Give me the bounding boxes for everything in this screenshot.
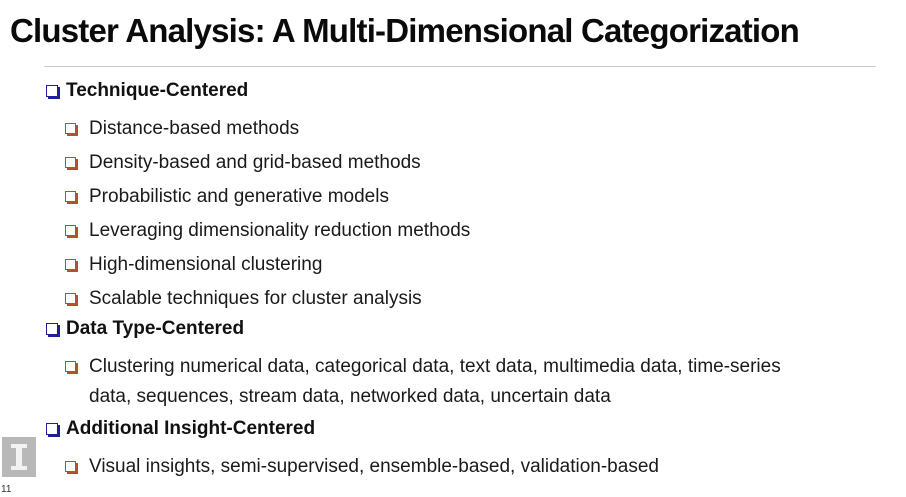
section-heading-label: Additional Insight-Centered — [66, 418, 316, 439]
square-bullet-icon — [65, 225, 76, 236]
square-bullet-icon — [65, 123, 76, 134]
square-bullet-icon — [65, 361, 76, 372]
square-bullet-icon — [65, 293, 76, 304]
square-bullet-icon — [46, 85, 58, 97]
list-item-label: Distance-based methods — [89, 118, 300, 139]
slide-title: Cluster Analysis: A Multi-Dimensional Ca… — [10, 12, 800, 49]
list-item-label: Visual insights, semi-supervised, ensemb… — [89, 456, 659, 477]
list-item-label: Probabilistic and generative models — [89, 186, 389, 207]
list-item: Clustering numerical data, categorical d… — [45, 350, 819, 416]
list-item: High-dimensional clustering — [45, 248, 865, 282]
title-divider — [44, 66, 876, 67]
list-item: Leveraging dimensionality reduction meth… — [45, 214, 865, 248]
list-item-label: Scalable techniques for cluster analysis — [89, 288, 422, 309]
university-logo-icon — [2, 437, 36, 477]
square-bullet-icon — [65, 157, 76, 168]
list-item: Distance-based methods — [45, 112, 865, 146]
logo-mark — [11, 444, 27, 470]
section-heading-additional-insight: Additional Insight-Centered — [45, 416, 865, 450]
slide-content: Technique-Centered Distance-based method… — [45, 78, 865, 484]
square-bullet-icon — [65, 259, 76, 270]
list-item: Density-based and grid-based methods — [45, 146, 865, 180]
list-item-label: Clustering numerical data, categorical d… — [89, 356, 781, 407]
section-heading-label: Data Type-Centered — [66, 318, 245, 339]
section-heading-label: Technique-Centered — [66, 80, 249, 101]
list-item: Probabilistic and generative models — [45, 180, 865, 214]
list-item-label: Leveraging dimensionality reduction meth… — [89, 220, 471, 241]
list-item: Visual insights, semi-supervised, ensemb… — [45, 450, 865, 484]
list-item: Scalable techniques for cluster analysis — [45, 282, 865, 316]
section-heading-data-type: Data Type-Centered — [45, 316, 865, 350]
square-bullet-icon — [46, 323, 58, 335]
list-item-label: High-dimensional clustering — [89, 254, 323, 275]
section-heading-technique: Technique-Centered — [45, 78, 865, 112]
square-bullet-icon — [65, 461, 76, 472]
list-item-label: Density-based and grid-based methods — [89, 152, 421, 173]
square-bullet-icon — [65, 191, 76, 202]
page-number: 11 — [1, 484, 12, 495]
square-bullet-icon — [46, 423, 58, 435]
